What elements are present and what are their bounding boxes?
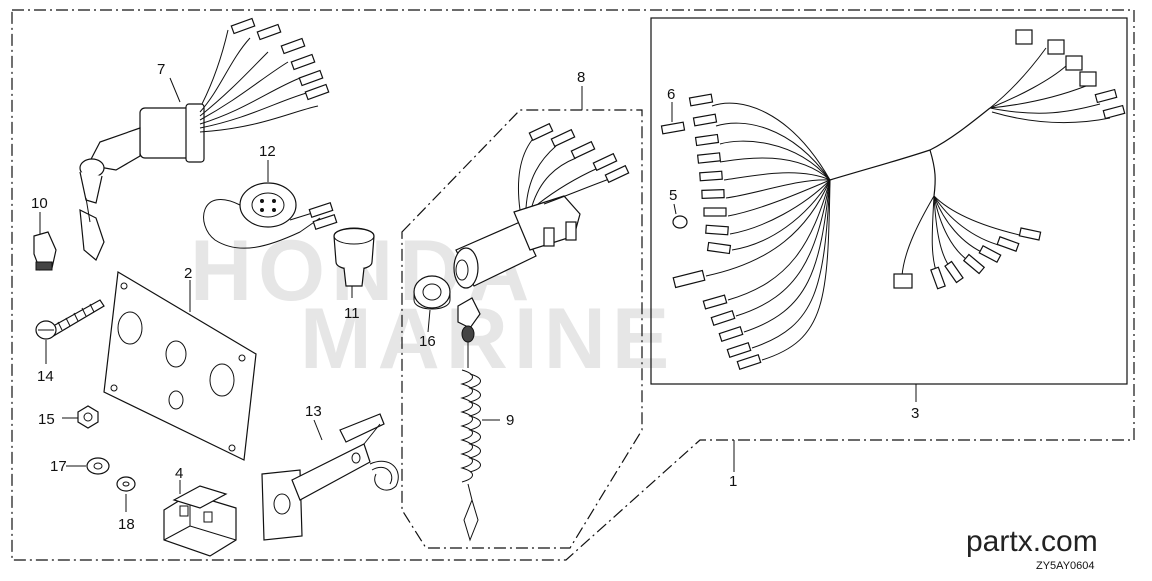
callout-9[interactable]: 9 bbox=[506, 412, 514, 429]
callout-7[interactable]: 7 bbox=[157, 61, 165, 78]
washer-17[interactable] bbox=[86, 457, 110, 475]
callout-8[interactable]: 8 bbox=[577, 69, 585, 86]
callout-6[interactable]: 6 bbox=[667, 86, 675, 103]
callouts: 1 2 3 4 5 6 7 8 9 10 11 12 13 14 15 17 1… bbox=[31, 61, 919, 533]
callout-18[interactable]: 18 bbox=[118, 516, 135, 533]
harness-3-box bbox=[650, 17, 1128, 385]
watermark-line2: MARINE bbox=[300, 291, 675, 387]
callout-5[interactable]: 5 bbox=[669, 187, 677, 204]
mounting-plate[interactable] bbox=[103, 271, 257, 461]
clip-part[interactable] bbox=[33, 231, 57, 271]
callout-4[interactable]: 4 bbox=[175, 465, 183, 482]
ignition-switch[interactable] bbox=[79, 17, 330, 261]
callout-2[interactable]: 2 bbox=[184, 265, 192, 282]
callout-11[interactable]: 11 bbox=[344, 305, 360, 322]
nut[interactable] bbox=[77, 405, 99, 429]
washer-18[interactable] bbox=[116, 476, 136, 492]
bracket[interactable] bbox=[261, 413, 399, 541]
assembly-1-boundary bbox=[11, 9, 1135, 561]
buzzer[interactable] bbox=[203, 182, 338, 249]
callout-10[interactable]: 10 bbox=[31, 195, 48, 212]
diagram-code: ZY5AY0604 bbox=[1036, 560, 1095, 572]
callout-3[interactable]: 3 bbox=[911, 405, 919, 422]
callout-1[interactable]: 1 bbox=[729, 473, 737, 490]
callout-13[interactable]: 13 bbox=[305, 403, 322, 420]
callout-16[interactable]: 16 bbox=[419, 333, 436, 350]
pin-part[interactable] bbox=[660, 121, 686, 135]
callout-12[interactable]: 12 bbox=[259, 143, 276, 160]
ring-nut[interactable] bbox=[413, 275, 451, 310]
callout-15[interactable]: 15 bbox=[38, 411, 55, 428]
band-part[interactable] bbox=[333, 227, 375, 287]
site-logo: partx.com bbox=[966, 525, 1098, 558]
leader-lines bbox=[39, 77, 917, 512]
callout-16-17[interactable]: 17 bbox=[50, 458, 67, 475]
screw[interactable] bbox=[35, 299, 105, 340]
connector-4[interactable] bbox=[163, 485, 237, 557]
wire-harness[interactable] bbox=[672, 29, 1126, 370]
switch-assembly-8-boundary bbox=[401, 109, 643, 549]
switch-assembly[interactable] bbox=[453, 122, 630, 289]
lanyard[interactable] bbox=[457, 297, 481, 542]
cap-part[interactable] bbox=[672, 215, 688, 229]
callout-14[interactable]: 14 bbox=[37, 368, 54, 385]
